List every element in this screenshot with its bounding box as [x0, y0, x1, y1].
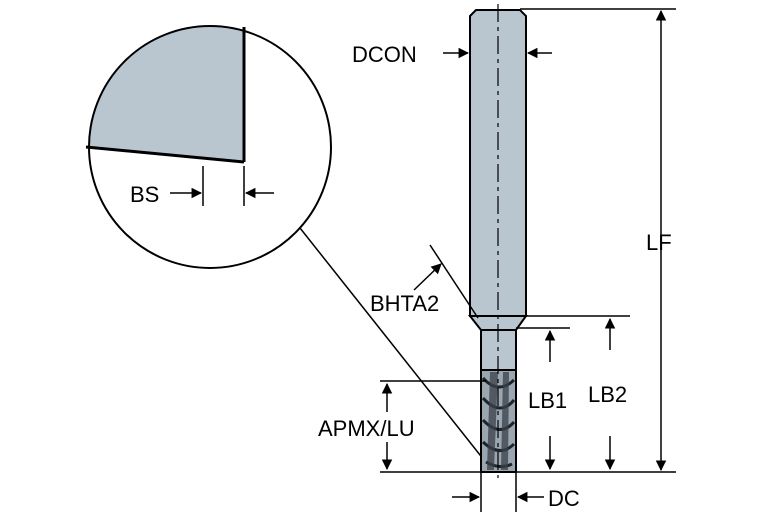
- dcon-dimension: DCON: [352, 42, 552, 67]
- detail-flat-edge: [85, 145, 245, 164]
- bhta2-label: BHTA2: [370, 291, 439, 316]
- bhta2-dimension: BHTA2: [370, 244, 479, 319]
- lb-dimensions: LB1 LB2: [516, 315, 630, 471]
- dcon-label: DCON: [352, 42, 417, 67]
- bs-label: BS: [130, 182, 159, 207]
- apmx-lu-dimension: APMX/LU: [318, 380, 486, 473]
- bhta2-arrow: [413, 263, 442, 291]
- detail-magnifier: BS: [85, 25, 332, 269]
- lb2-label: LB2: [588, 382, 627, 407]
- bhta2-extension: [429, 244, 479, 319]
- end-mill-tool: [467, 4, 528, 478]
- flute-dark-shading: [487, 372, 509, 470]
- lf-label: LF: [646, 230, 672, 255]
- detail-circle: [88, 25, 332, 269]
- lf-dimension: LF: [516, 8, 676, 473]
- detail-leader-line: [299, 227, 485, 461]
- dc-label: DC: [548, 486, 580, 511]
- lb1-label: LB1: [528, 388, 567, 413]
- apmx-lu-label: APMX/LU: [318, 416, 415, 441]
- dc-dimension: DC: [452, 472, 580, 512]
